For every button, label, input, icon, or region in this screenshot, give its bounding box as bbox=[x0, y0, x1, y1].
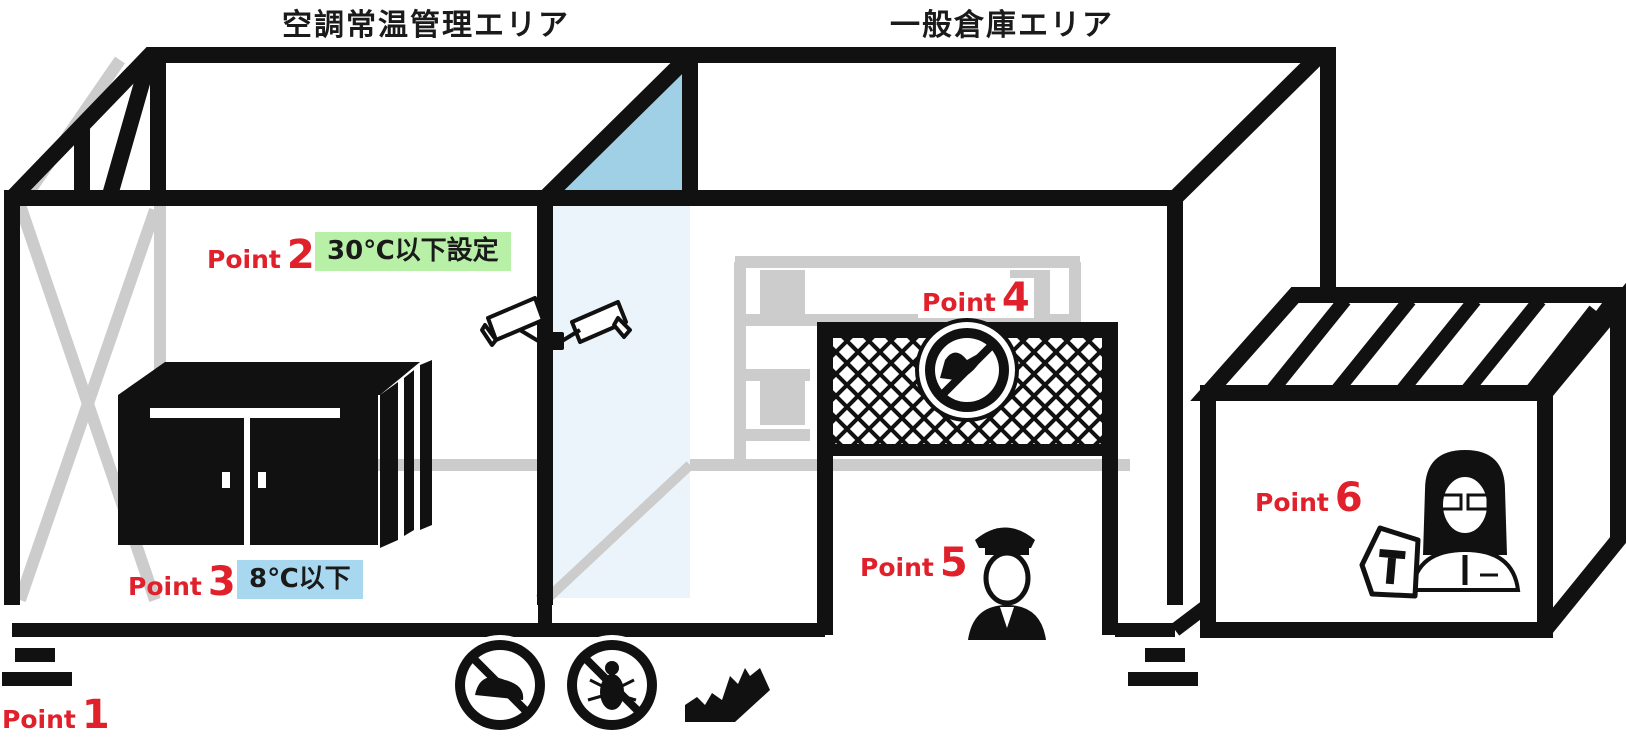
zone-title-aircon: 空調常温管理エリア bbox=[282, 8, 570, 43]
no-bird-icon bbox=[915, 318, 1019, 422]
no-rodent-icon bbox=[450, 635, 550, 735]
medicine-bag-icon bbox=[1359, 525, 1421, 599]
room-temp-tag: 30℃以下設定 bbox=[315, 232, 511, 272]
zone-title-general: 一般倉庫エリア bbox=[890, 8, 1114, 43]
rodent-trap-icon bbox=[685, 668, 770, 722]
pharmacist-icon bbox=[1409, 450, 1521, 592]
cold-temp-tag: 8℃以下 bbox=[237, 560, 363, 600]
no-insect-icon bbox=[562, 635, 662, 735]
security-camera-icon bbox=[480, 296, 632, 350]
floor-line bbox=[12, 198, 1175, 637]
feet bbox=[2, 648, 1198, 686]
refrigerator-icon bbox=[118, 360, 432, 548]
security-guard-icon bbox=[968, 527, 1046, 640]
